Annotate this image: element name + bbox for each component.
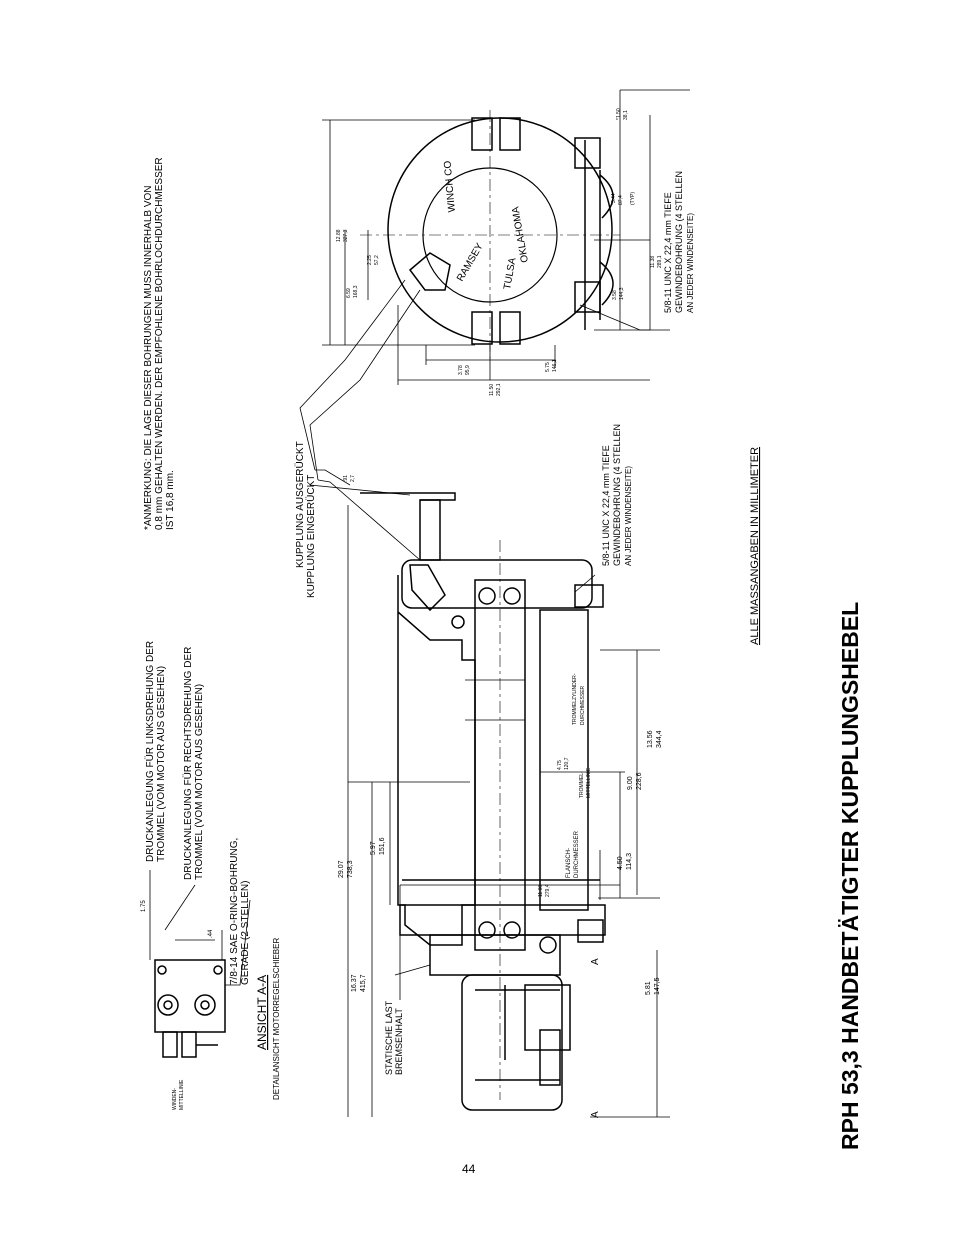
flange-line1: FLANSCH- bbox=[566, 848, 572, 878]
svg-text:WINCH CO: WINCH CO bbox=[443, 160, 458, 213]
clutch-disengaged: KUPPLUNG AUSGERÜCKT bbox=[294, 441, 306, 568]
svg-text:(TYP): (TYP) bbox=[630, 192, 636, 205]
svg-text:11.50: 11.50 bbox=[489, 384, 495, 396]
svg-text:57,2: 57,2 bbox=[374, 255, 380, 265]
side-view bbox=[309, 469, 670, 1118]
svg-text:6.59: 6.59 bbox=[346, 288, 352, 298]
clutch-engaged: KUPPLUNG EINGERÜCKT bbox=[305, 475, 317, 598]
drum-cyl-line2: DURCHMESSER bbox=[580, 685, 586, 725]
svg-text:228,6: 228,6 bbox=[636, 772, 643, 790]
bore-note-line2: 0,8 mm GEHALTEN WERDEN. DER EMPFOHLENE B… bbox=[154, 157, 165, 530]
svg-text:*1.50: *1.50 bbox=[616, 108, 622, 120]
drum-mid-line2: MITTELLINIE bbox=[586, 767, 592, 798]
svg-text:12.88: 12.88 bbox=[336, 229, 342, 242]
centerline-line1: WINDEN- bbox=[172, 1088, 178, 1110]
detail-label: DETAILANSICHT MOTORREGELSCHIEBER bbox=[272, 938, 281, 1100]
oring-line2: GERADE (2 STELLEN) bbox=[240, 881, 251, 985]
right-rotation-line1: DRUCKANLEGUNG FÜR RECHTSDREHUNG DER bbox=[182, 647, 194, 880]
svg-text:9.00: 9.00 bbox=[627, 776, 634, 790]
svg-text:415,7: 415,7 bbox=[360, 974, 367, 992]
svg-text:151,6: 151,6 bbox=[379, 837, 386, 855]
section-marker-top: A bbox=[590, 958, 601, 965]
side-dimensions: 29.07 738,3 16.37 415,7 5.97 151,6 5.81 … bbox=[338, 475, 663, 995]
oring-line1: 7/8-14 SAE O-RING-BOHRUNG, bbox=[229, 838, 240, 985]
svg-text:RAMSEY: RAMSEY bbox=[455, 241, 486, 283]
dim-1-75: 1.75 bbox=[141, 900, 147, 912]
drum-mid-line1: TROMMEL- bbox=[579, 771, 585, 798]
thread-side-line2: GEWINDEBOHRUNG (4 STELLEN bbox=[612, 424, 622, 566]
brake-line2: BREMSENHALT bbox=[394, 1008, 404, 1075]
brake-line1: STATISCHE LAST bbox=[384, 1000, 394, 1075]
view-label: ANSICHT A-A bbox=[255, 975, 269, 1050]
page-number: 44 bbox=[462, 1162, 476, 1176]
section-marker-bottom: A bbox=[590, 1111, 601, 1118]
svg-text:OKLAHOMA: OKLAHOMA bbox=[510, 205, 531, 263]
centerline-line2: MITTELLINIE bbox=[179, 1079, 185, 1110]
svg-text:292,1: 292,1 bbox=[496, 383, 502, 396]
svg-text:5.75: 5.75 bbox=[545, 362, 551, 372]
right-rotation-line2: TROMMEL (VOM MOTOR AUS GESEHEN) bbox=[194, 684, 205, 880]
svg-text:344,4: 344,4 bbox=[656, 730, 663, 748]
svg-text:29.07: 29.07 bbox=[338, 860, 345, 878]
thread-end-line2: GEWINDEBOHRUNG (4 STELLEN bbox=[674, 171, 684, 313]
ramsey-logo: RAMSEY WINCH CO TULSA OKLAHOMA bbox=[443, 160, 531, 290]
flange-line2: DURCHMESSER bbox=[574, 830, 580, 878]
svg-text:TULSA: TULSA bbox=[502, 257, 518, 291]
svg-text:168,3: 168,3 bbox=[353, 285, 359, 298]
units-note: ALLE MASSANGABEN IN MILLIMETER bbox=[749, 447, 761, 645]
dim-0-44: .44 bbox=[208, 929, 214, 938]
svg-text:2.25: 2.25 bbox=[367, 255, 373, 265]
svg-text:144,3: 144,3 bbox=[619, 287, 625, 300]
thread-end-line3: AN JEDER WINDENSEITE) bbox=[686, 213, 695, 313]
left-rotation-line1: DRUCKANLEGUNG FÜR LINKSDREHUNG DER bbox=[144, 641, 156, 862]
svg-text:.91: .91 bbox=[343, 475, 349, 482]
svg-text:146,1: 146,1 bbox=[552, 359, 558, 372]
svg-text:95,9: 95,9 bbox=[465, 365, 471, 375]
svg-text:4.50: 4.50 bbox=[617, 856, 624, 870]
thread-side-line3: AN JEDER WINDENSEITE) bbox=[624, 466, 633, 566]
svg-text:279,4: 279,4 bbox=[545, 884, 551, 897]
svg-text:*3.44: *3.44 bbox=[611, 193, 617, 205]
svg-text:120,7: 120,7 bbox=[564, 757, 570, 770]
svg-text:327,3: 327,3 bbox=[343, 229, 349, 242]
page-title: RPH 53,3 HANDBETÄTIGTER KUPPLUNGSHEBEL bbox=[837, 602, 863, 1150]
svg-text:38,1: 38,1 bbox=[623, 110, 629, 120]
svg-text:147,5: 147,5 bbox=[654, 977, 661, 995]
svg-text:114,3: 114,3 bbox=[626, 853, 633, 870]
svg-text:87,4: 87,4 bbox=[618, 195, 624, 205]
drum-cyl-line1: TROMMELZYLINDER- bbox=[572, 673, 578, 725]
svg-text:4.75: 4.75 bbox=[557, 760, 563, 770]
valve-detail bbox=[149, 870, 251, 1058]
svg-text:5.81: 5.81 bbox=[645, 981, 652, 995]
end-view bbox=[299, 89, 690, 481]
thread-end-line1: 5/8-11 UNC X 22,4 mm TIEFE bbox=[663, 192, 673, 313]
end-dimensions: 12.88 327,3 6.59 168,3 2.25 57,2 3.78 95… bbox=[336, 108, 663, 396]
svg-text:5.97: 5.97 bbox=[370, 841, 377, 855]
svg-text:289,1: 289,1 bbox=[657, 255, 663, 268]
svg-text:13.56: 13.56 bbox=[647, 730, 654, 748]
svg-text:3.58: 3.58 bbox=[612, 290, 618, 300]
svg-text:2,7: 2,7 bbox=[350, 475, 356, 482]
svg-text:3.78: 3.78 bbox=[458, 365, 464, 375]
svg-text:738,3: 738,3 bbox=[347, 860, 354, 878]
bore-note-line3: IST 16,8 mm. bbox=[165, 470, 176, 530]
thread-side-line1: 5/8-11 UNC X 22,4 mm TIEFE bbox=[601, 445, 611, 566]
svg-text:11.38: 11.38 bbox=[650, 256, 656, 268]
left-rotation-line2: TROMMEL (VOM MOTOR AUS GESEHEN) bbox=[156, 666, 167, 862]
bore-note-line1: *ANMERKUNG: DIE LAGE DIESER BOHRUNGEN MU… bbox=[143, 185, 154, 530]
svg-text:11.00: 11.00 bbox=[538, 885, 544, 897]
svg-text:16.37: 16.37 bbox=[351, 974, 358, 992]
